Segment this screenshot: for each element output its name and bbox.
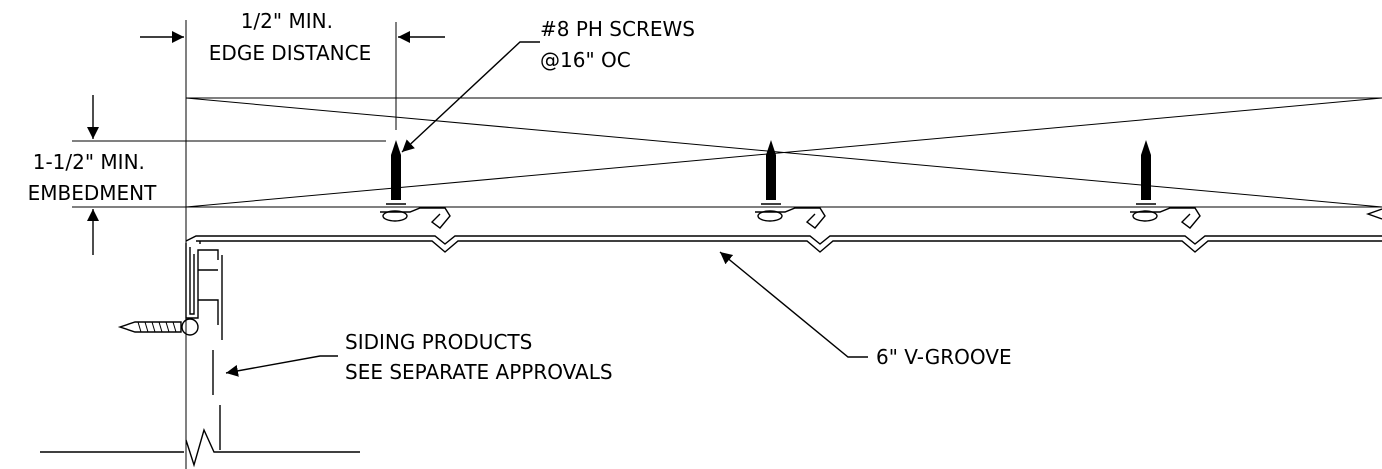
embedment-dimension: [72, 95, 386, 255]
siding-note: SIDING PRODUCTS SEE SEPARATE APPROVALS: [345, 330, 613, 384]
panel-interlock-3: [1130, 207, 1201, 229]
screws-note: #8 PH SCREWS @16" OC: [540, 17, 701, 72]
leaders: [225, 41, 868, 377]
j-channel-trim: [181, 243, 219, 336]
screw-1: [386, 140, 406, 205]
screw-3: [1136, 140, 1156, 205]
framing-member: [185, 20, 1382, 469]
screw-2: [761, 140, 781, 205]
embedment-note: 1-1/2" MIN. EMBEDMENT: [28, 150, 158, 205]
v-groove-note: 6" V-GROOVE: [876, 345, 1012, 369]
edge-distance-dimension: [140, 22, 445, 130]
panel-interlock-2: [755, 207, 826, 229]
wall-edge: [40, 255, 360, 468]
v-groove-panel: [185, 208, 1382, 253]
panel-interlock-1: [380, 207, 451, 229]
edge-distance-note: 1/2" MIN. EDGE DISTANCE: [209, 9, 371, 65]
side-nail: [117, 321, 182, 333]
